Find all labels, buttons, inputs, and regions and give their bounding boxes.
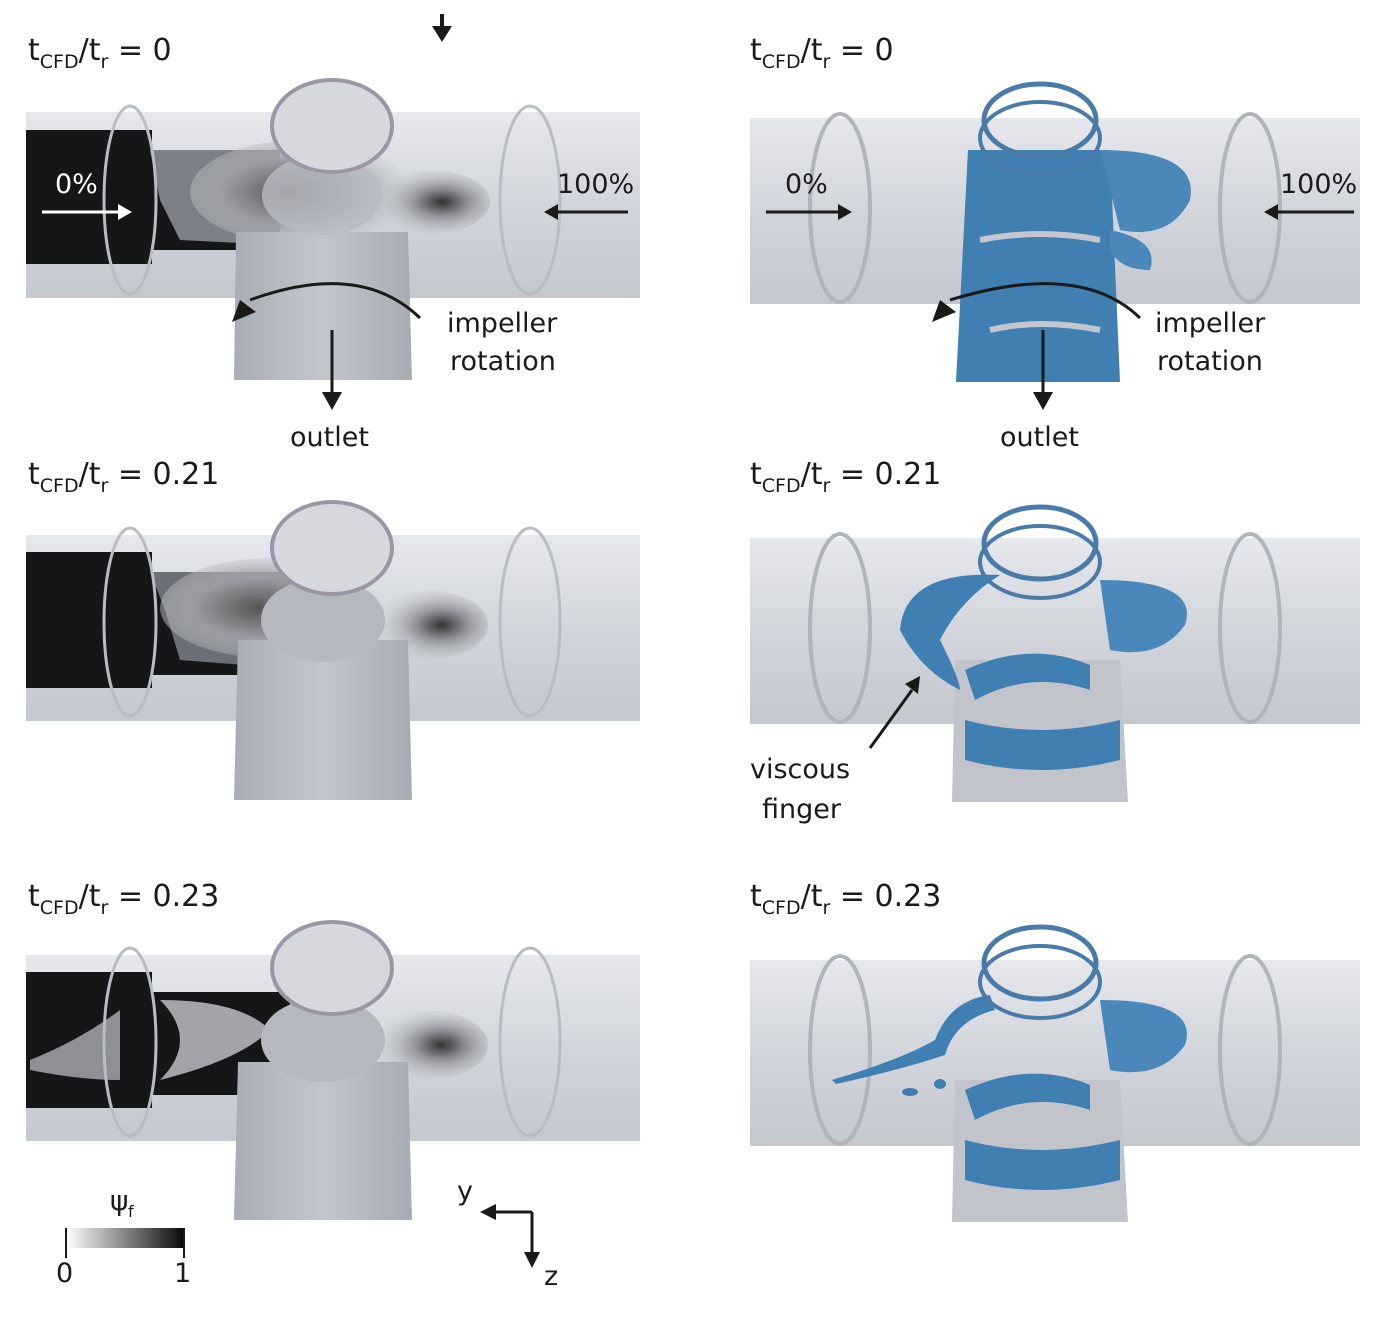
right-time-part-3-4: = 0.23 (830, 879, 941, 914)
left-time-part-3-2: /t (79, 879, 101, 914)
right-time-label-2: tCFD/tr = 0.21 (750, 457, 941, 497)
colorbar: ψ f 0 1 (56, 1184, 191, 1289)
left-time-label-1: tCFD/tr = 0 (28, 33, 172, 73)
left-time-part-2-1: CFD (40, 475, 79, 497)
axis-y-label: y (457, 1176, 473, 1207)
impeller-label-r: impeller (1155, 308, 1266, 339)
left-panel-2 (26, 500, 640, 800)
viscous-finger-arrow (868, 689, 914, 749)
right-time-part-1-1: CFD (762, 51, 801, 73)
rotation-label-r: rotation (1157, 346, 1263, 377)
inlet-right-label-l: 100% (557, 169, 634, 200)
right-time-part-3-0: t (750, 879, 762, 914)
colorbar-max: 1 (174, 1258, 191, 1289)
inlet-right-label-r: 100% (1280, 169, 1357, 200)
inlet-left-label-r: 0% (785, 169, 828, 200)
left-panel-3 (26, 920, 640, 1220)
axes-triad: y z (457, 1176, 558, 1292)
top-marker-icon (432, 14, 452, 42)
left-time-label-2: tCFD/tr = 0.21 (28, 457, 219, 497)
impeller-rotation-arrow-r (949, 282, 1142, 320)
left-time-part-1-3: r (100, 51, 108, 73)
right-time-part-1-2: /t (801, 33, 823, 68)
left-time-part-1-2: /t (79, 33, 101, 68)
right-time-part-3-1: CFD (762, 897, 801, 919)
right-time-part-3-3: r (822, 897, 830, 919)
finger-label: finger (762, 794, 842, 825)
left-time-part-2-4: = 0.21 (108, 457, 219, 492)
left-time-part-3-0: t (28, 879, 40, 914)
colorbar-min: 0 (56, 1258, 73, 1289)
outlet-label-r: outlet (1000, 422, 1079, 453)
left-time-part-1-4: = 0 (108, 33, 171, 68)
left-time-part-3-3: r (100, 897, 108, 919)
left-time-part-2-2: /t (79, 457, 101, 492)
right-time-part-2-4: = 0.21 (830, 457, 941, 492)
left-time-label-3: tCFD/tr = 0.23 (28, 879, 219, 919)
right-panel-1 (750, 81, 1360, 382)
right-time-part-1-3: r (822, 51, 830, 73)
left-time-part-3-1: CFD (40, 897, 79, 919)
right-time-part-1-0: t (750, 33, 762, 68)
right-time-part-2-3: r (822, 475, 830, 497)
right-panel-2 (750, 504, 1360, 802)
right-time-part-2-2: /t (801, 457, 823, 492)
right-time-part-3-2: /t (801, 879, 823, 914)
right-panel-3 (750, 924, 1360, 1222)
colorbar-symbol: ψ (110, 1184, 128, 1217)
axis-z-label: z (544, 1261, 558, 1292)
viscous-label: viscous (750, 754, 850, 785)
colorbar-symbol-sub: f (128, 1202, 134, 1221)
impeller-rotation-arrow-l (249, 282, 422, 320)
inlet-left-label-l: 0% (55, 169, 98, 200)
right-time-label-1: tCFD/tr = 0 (750, 33, 894, 73)
right-time-part-2-0: t (750, 457, 762, 492)
left-time-part-1-1: CFD (40, 51, 79, 73)
rotation-label-l: rotation (450, 346, 556, 377)
outlet-label-l: outlet (290, 422, 369, 453)
left-time-part-2-0: t (28, 457, 40, 492)
right-time-part-1-4: = 0 (830, 33, 893, 68)
left-time-part-2-3: r (100, 475, 108, 497)
left-panel-1 (26, 78, 640, 380)
impeller-label-l: impeller (447, 308, 558, 339)
left-time-part-3-4: = 0.23 (108, 879, 219, 914)
left-time-part-1-0: t (28, 33, 40, 68)
right-time-part-2-1: CFD (762, 475, 801, 497)
right-time-label-3: tCFD/tr = 0.23 (750, 879, 941, 919)
colorbar-gradient (66, 1228, 184, 1248)
